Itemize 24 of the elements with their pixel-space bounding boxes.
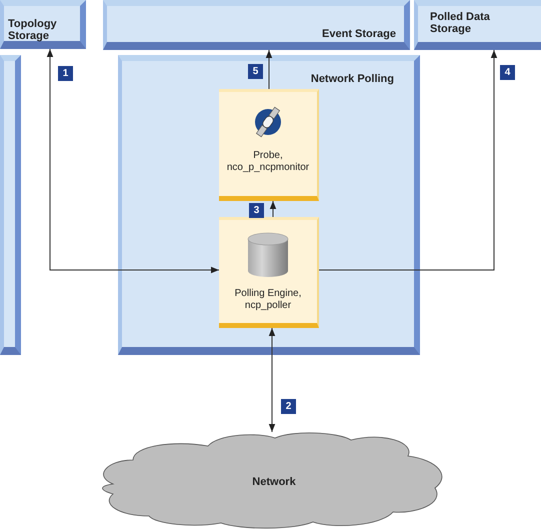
storage-panel (0, 55, 21, 355)
connector-arrow (270, 200, 276, 218)
connector-arrow (268, 328, 276, 432)
storage-panel (414, 0, 541, 50)
storage-panel (103, 0, 410, 50)
connector-arrow (46, 48, 220, 274)
step-number: 3 (249, 203, 264, 218)
step-number: 2 (281, 399, 296, 414)
panel-title: Topology Storage (8, 18, 58, 42)
step-number: 5 (248, 64, 263, 79)
panel-title: Network Polling (310, 72, 394, 87)
component-label: Probe, nco_p_ncpmonitor (226, 150, 310, 174)
connector-arrow (318, 50, 498, 270)
panel-title: Event Storage (322, 27, 396, 42)
cloud-label: Network (251, 475, 297, 490)
component-card (219, 89, 319, 201)
step-number: 4 (500, 65, 515, 80)
component-label: Polling Engine, ncp_poller (234, 288, 302, 312)
connector-arrow (266, 50, 272, 90)
panel-title: Polled Data Storage (430, 11, 491, 35)
storage-panel (0, 0, 86, 49)
step-number: 1 (58, 66, 73, 81)
storage-panel (118, 55, 420, 355)
component-card (219, 217, 319, 328)
